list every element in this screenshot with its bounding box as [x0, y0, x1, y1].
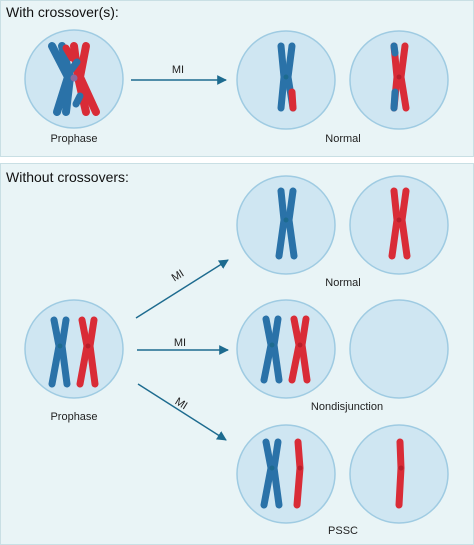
prophase-label-top: Prophase	[50, 133, 98, 145]
normal-cell-1-crossover	[236, 30, 336, 130]
prophase-cell-crossover	[24, 29, 124, 129]
mi-label-top: MI	[171, 64, 185, 76]
pssc-label: PSSC	[328, 525, 358, 537]
pssc-cell-1	[236, 424, 336, 524]
without-crossovers-title: Without crossovers:	[6, 169, 129, 185]
prophase-label-bottom: Prophase	[50, 411, 98, 423]
mi-label-nondisjunction: MI	[173, 337, 187, 349]
with-crossover-title: With crossover(s):	[6, 4, 119, 20]
normal-label-top: Normal	[325, 133, 361, 145]
pssc-cell-2	[349, 424, 449, 524]
mi-arrow-pssc	[137, 383, 227, 441]
nondisjunction-label: Nondisjunction	[310, 401, 384, 413]
normal-cell-blue	[236, 175, 336, 275]
normal-cell-red	[349, 175, 449, 275]
nondisjunction-cell-empty	[349, 299, 449, 399]
nondisjunction-cell-full	[236, 299, 336, 399]
normal-cell-2-crossover	[349, 30, 449, 130]
mi-arrow-normal	[135, 259, 229, 319]
normal-label-bottom: Normal	[325, 277, 361, 289]
prophase-cell-no-crossover	[24, 299, 124, 399]
